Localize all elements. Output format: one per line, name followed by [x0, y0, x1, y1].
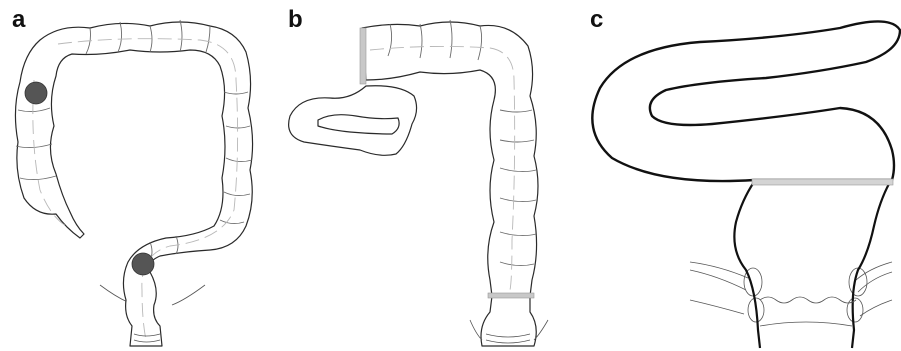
colon-outline-a	[15, 22, 252, 346]
pelvic-line-right-a	[172, 285, 205, 305]
tumor-sigmoid-a	[132, 253, 154, 275]
panel-a-colon	[15, 20, 252, 346]
panel-c-neorectum	[592, 21, 900, 348]
dentate-line-c	[760, 297, 856, 303]
staple-line-anastomosis-c	[752, 179, 893, 185]
anal-verge-c	[760, 322, 852, 326]
rectal-wall-left-c	[734, 182, 760, 348]
pelvic-lines-left-c	[690, 262, 748, 314]
panel-b-colon	[289, 20, 548, 346]
rectal-wall-right-c	[852, 182, 890, 348]
pelvic-lines-right-c	[856, 262, 892, 316]
tumor-right-colon-a	[25, 82, 47, 104]
ileum-loop-b	[289, 86, 417, 156]
sphincter-right-lower-c	[847, 298, 863, 322]
staple-line-proximal-b	[360, 28, 366, 84]
staple-line-distal-b	[488, 293, 534, 298]
ileal-pouch-c	[592, 21, 900, 181]
